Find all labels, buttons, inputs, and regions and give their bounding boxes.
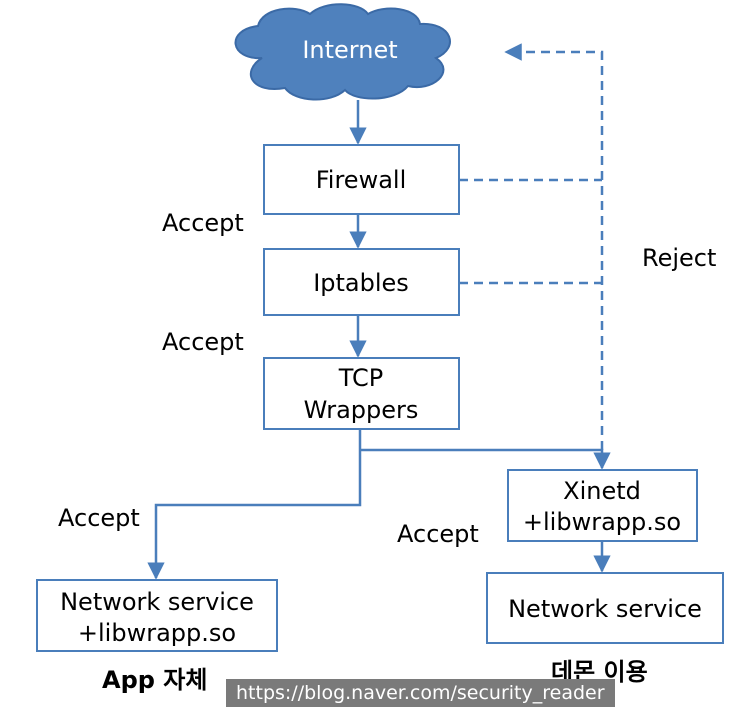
network-service-left-box — [36, 579, 278, 652]
reject-path-to-internet — [504, 43, 604, 450]
xinetd-label-line1: Xinetd — [563, 477, 641, 505]
accept-label-2: Accept — [162, 328, 244, 356]
reject-label: Reject — [642, 244, 716, 272]
iptables-label: Iptables — [313, 269, 409, 297]
internet-label: Internet — [302, 36, 397, 64]
line-tcp-to-xinetd — [360, 448, 611, 470]
internet-cloud: Internet — [234, 3, 451, 101]
accept-label-1: Accept — [162, 209, 244, 237]
arrow-tcp-to-network-service-left — [147, 429, 362, 580]
tcp-wrappers-label-line2: Wrappers — [304, 396, 419, 424]
accept-label-right: Accept — [397, 520, 479, 548]
accept-label-left: Accept — [58, 504, 140, 532]
xinetd-label-line2: +libwrapp.so — [523, 508, 681, 536]
iptables-box — [263, 248, 460, 316]
app-self-label: App 자체 — [102, 666, 207, 694]
network-service-right-label: Network service — [508, 595, 702, 623]
tcp-wrappers-label-line1: TCP — [338, 364, 383, 392]
network-service-left-line1: Network service — [60, 588, 254, 616]
cloud-shape — [234, 3, 451, 101]
watermark-url: https://blog.naver.com/security_reader — [226, 679, 615, 707]
firewall-label: Firewall — [316, 166, 407, 194]
network-service-left-line2: +libwrapp.so — [78, 619, 236, 647]
network-service-right-box — [486, 572, 724, 644]
firewall-box — [263, 144, 460, 215]
xinetd-box — [507, 469, 698, 542]
tcp-wrappers-box — [263, 357, 460, 430]
